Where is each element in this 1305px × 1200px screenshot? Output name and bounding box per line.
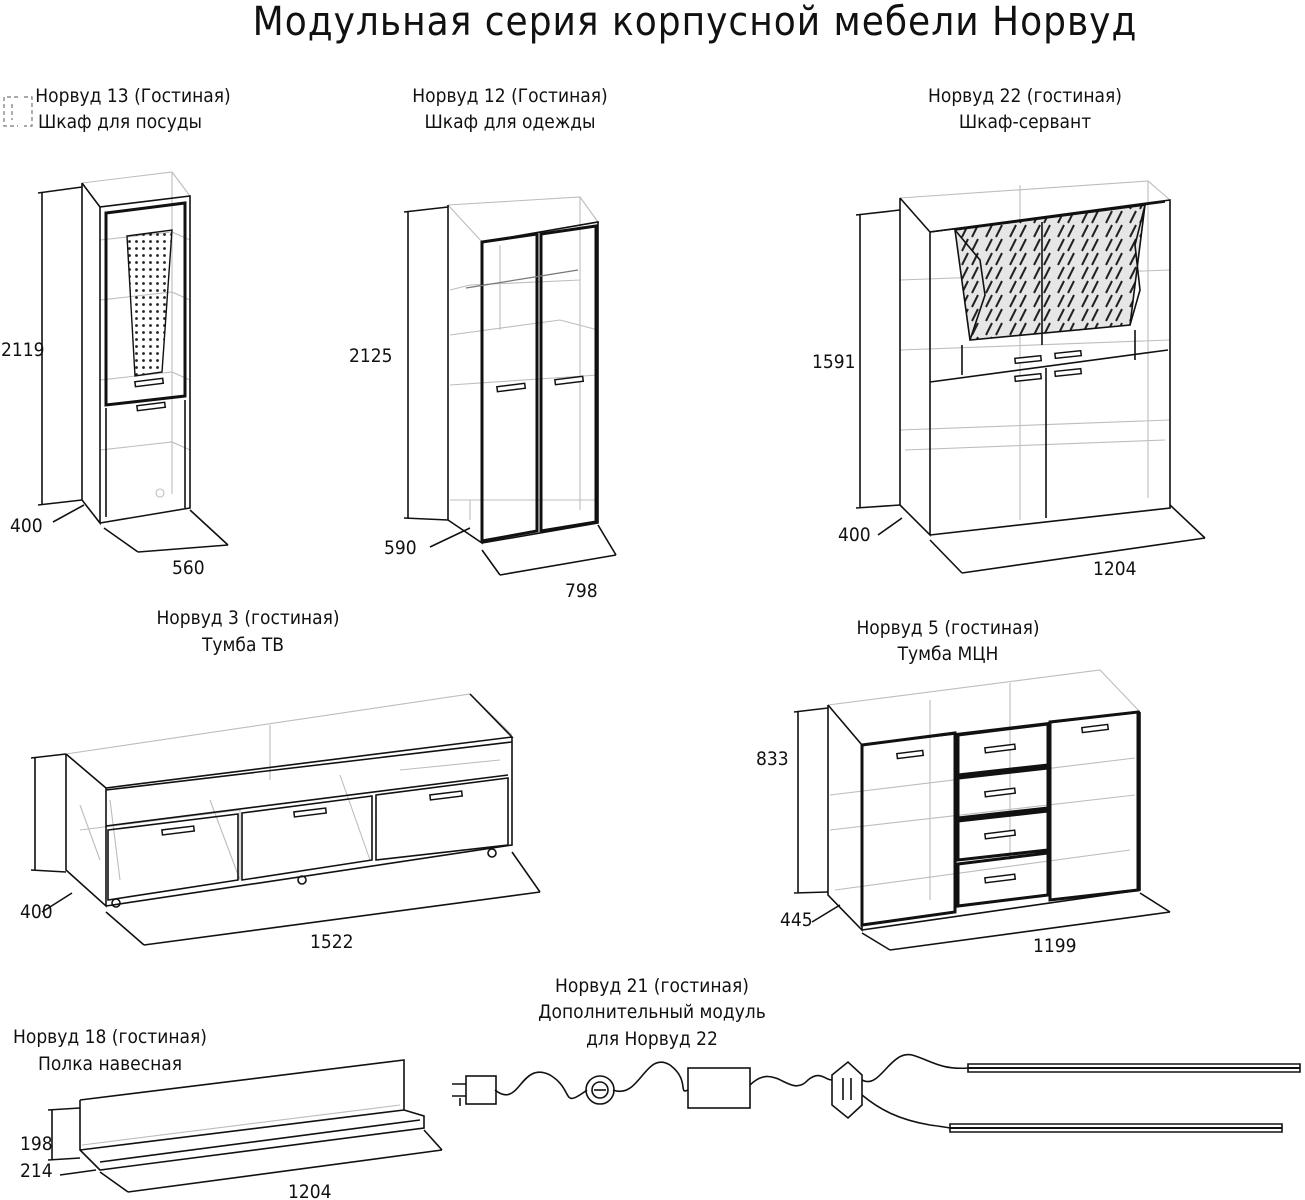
n12-width-label: 798 (565, 580, 598, 602)
n5-depth-label: 445 (780, 909, 813, 931)
n3-width-label: 1522 (310, 931, 354, 953)
n12-caption-line1: Норвуд 12 (Гостиная) (412, 85, 607, 107)
led-strip-icon (949, 1063, 1301, 1133)
n22-height-label: 1591 (812, 351, 856, 373)
n13-caption-line2: Шкаф для посуды (38, 111, 202, 133)
n18-depth-label: 214 (20, 1160, 53, 1182)
n3-depth-label: 400 (20, 901, 53, 923)
sideboard-n22-drawing (899, 180, 1171, 537)
n18-caption-line2: Полка навесная (38, 1053, 182, 1075)
cable-connector-icon (831, 1060, 863, 1120)
n21-caption-line3: для Норвуд 22 (586, 1028, 718, 1050)
n5-caption-line2: Тумба МЦН (897, 643, 999, 665)
page-title: Модульная серия корпусной мебели Норвуд (253, 0, 1138, 45)
cabinet-n13-drawing (81, 171, 191, 526)
round-switch-icon (585, 1075, 615, 1105)
n22-depth-label: 400 (838, 524, 871, 546)
n22-dimensions (855, 209, 1206, 574)
n3-dimensions (30, 753, 541, 946)
n5-width-label: 1199 (1033, 935, 1077, 957)
n22-width-label: 1204 (1093, 558, 1137, 580)
n18-dimensions (47, 1107, 443, 1193)
wall-shelf-n18-drawing (79, 1059, 425, 1171)
wardrobe-n12-drawing (447, 196, 599, 545)
n12-caption-line2: Шкаф для одежды (424, 111, 595, 133)
power-plug-icon (452, 1075, 497, 1106)
n13-height-label: 2119 (1, 339, 45, 361)
led-kit-n21-drawing (452, 1053, 1301, 1133)
n3-caption-line2: Тумба ТВ (201, 634, 284, 656)
power-adapter-icon (687, 1067, 751, 1109)
n13-caption-line1: Норвуд 13 (Гостиная) (35, 85, 230, 107)
n18-height-label: 198 (20, 1133, 53, 1155)
frame-corner-icon (3, 96, 33, 127)
n5-height-label: 833 (756, 748, 789, 770)
n21-caption-line1: Норвуд 21 (гостиная) (555, 975, 749, 997)
tv-stand-n3-drawing (65, 693, 514, 908)
n22-caption-line2: Шкаф-сервант (959, 111, 1091, 133)
n13-depth-label: 400 (10, 515, 43, 537)
n13-width-label: 560 (172, 557, 205, 579)
n12-height-label: 2125 (349, 345, 393, 367)
n22-caption-line1: Норвуд 22 (гостиная) (928, 85, 1122, 107)
n21-caption-line2: Дополнительный модуль (538, 1001, 766, 1023)
n5-caption-line1: Норвуд 5 (гостиная) (856, 617, 1039, 639)
n13-dimensions (37, 186, 229, 553)
n3-caption-line1: Норвуд 3 (гостиная) (156, 607, 339, 629)
n5-dimensions (793, 707, 1171, 951)
n18-width-label: 1204 (288, 1181, 332, 1200)
n18-caption-line1: Норвуд 18 (гостиная) (13, 1026, 207, 1048)
n12-dimensions (403, 206, 617, 576)
n12-depth-label: 590 (384, 537, 417, 559)
media-stand-n5-drawing (827, 669, 1141, 932)
